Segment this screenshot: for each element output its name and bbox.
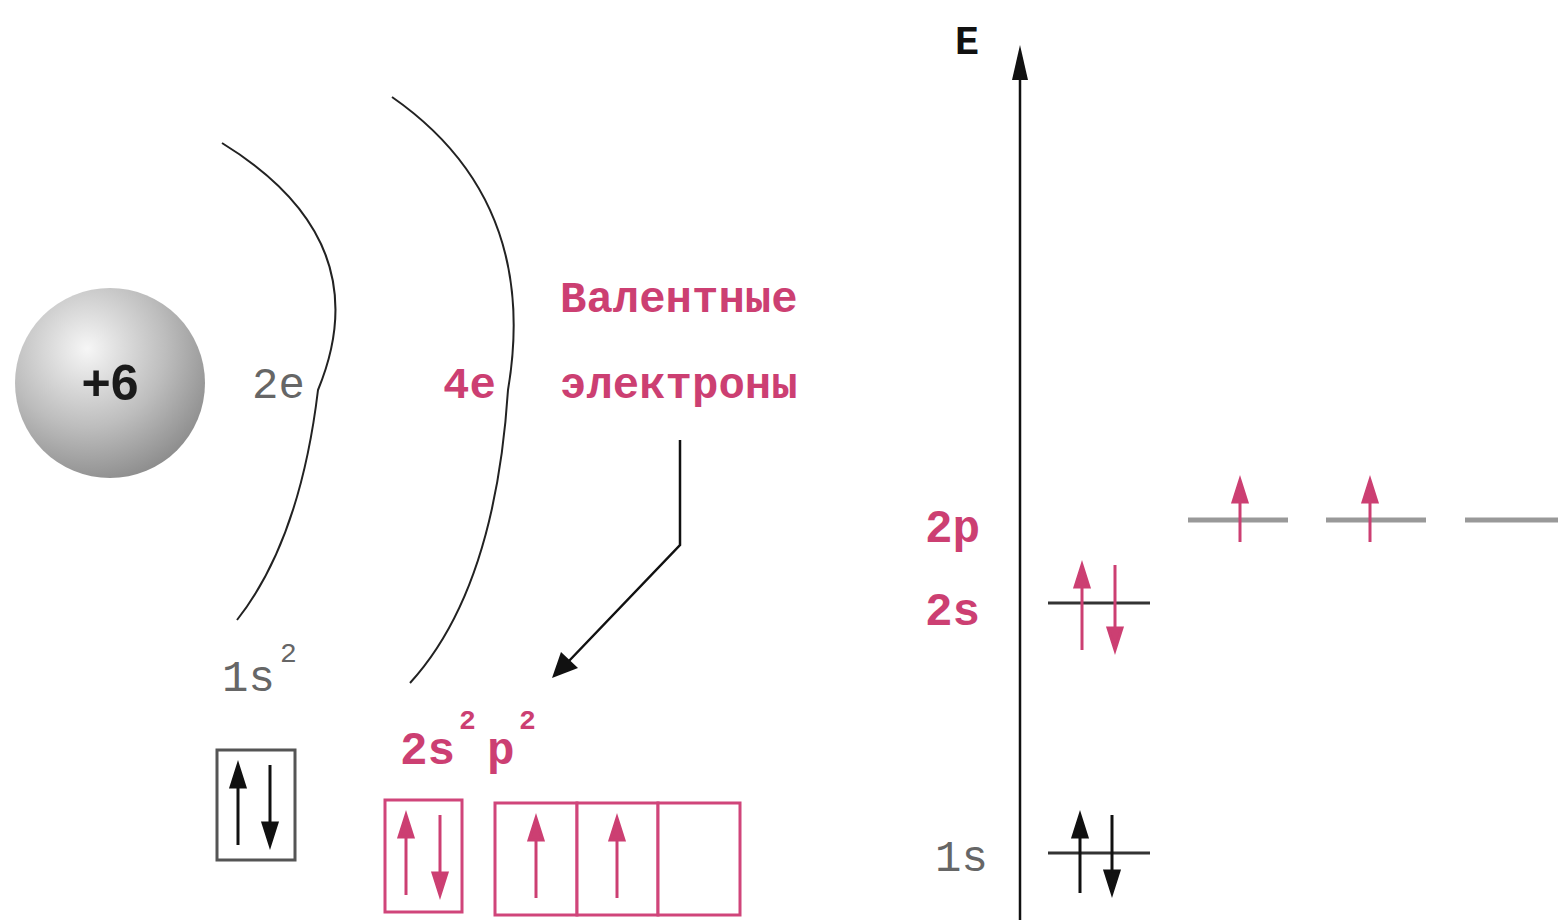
level-label-holder: 1s — [935, 835, 988, 883]
shell-count: 2e — [252, 362, 305, 410]
level-label-holder: 2s — [925, 588, 980, 639]
orbital-box — [495, 803, 577, 915]
callout-text-holder: Валентные электроны — [560, 257, 860, 429]
orbital-label-holder: p — [487, 727, 515, 778]
orbital-label-holder: 2s — [400, 727, 455, 778]
energy-level — [1048, 602, 1150, 605]
arrowhead — [552, 652, 578, 678]
axis-label: E — [955, 22, 979, 66]
level-label: 2p — [925, 505, 980, 556]
superscript: 2 — [280, 640, 297, 671]
electron-arrows — [399, 815, 624, 898]
orbital-label: 1s — [222, 655, 275, 703]
leader-line — [568, 440, 680, 662]
shell-arc — [392, 97, 514, 683]
energy-axis — [1019, 70, 1022, 920]
energy-level — [1188, 518, 1288, 523]
superscript-holder: 2 — [519, 707, 536, 738]
orbital-label-holder: 1s — [222, 655, 275, 703]
energy-level — [1326, 518, 1426, 523]
energy-level — [1465, 518, 1558, 523]
charge-label: +6 — [81, 354, 138, 412]
orbital-box — [385, 800, 462, 912]
superscript-holder: 2 — [459, 707, 476, 738]
orbital-box — [217, 750, 295, 860]
electron-arrows — [1075, 480, 1377, 650]
shell-count-holder: 4e — [443, 362, 496, 410]
level-label: 1s — [935, 835, 988, 883]
axis-label-holder: E — [955, 22, 979, 66]
superscript-holder: 2 — [280, 640, 297, 671]
callout-text: Валентные электроны — [560, 257, 860, 429]
shell-count: 4e — [443, 362, 496, 410]
level-label: 2s — [925, 588, 980, 639]
energy-level — [1048, 852, 1150, 855]
nucleus-circle: +6 — [15, 288, 205, 478]
orbital-box — [577, 803, 658, 915]
superscript: 2 — [519, 707, 536, 738]
arrowhead — [1012, 45, 1028, 80]
level-label-holder: 2p — [925, 505, 980, 556]
electron-arrows — [231, 765, 277, 845]
orbital-label: p — [487, 727, 515, 778]
orbital-label: 2s — [400, 727, 455, 778]
shell-arc — [222, 143, 335, 620]
shell-count-holder: 2e — [252, 362, 305, 410]
orbital-box — [658, 803, 740, 915]
electron-arrows — [1073, 815, 1119, 893]
superscript: 2 — [459, 707, 476, 738]
